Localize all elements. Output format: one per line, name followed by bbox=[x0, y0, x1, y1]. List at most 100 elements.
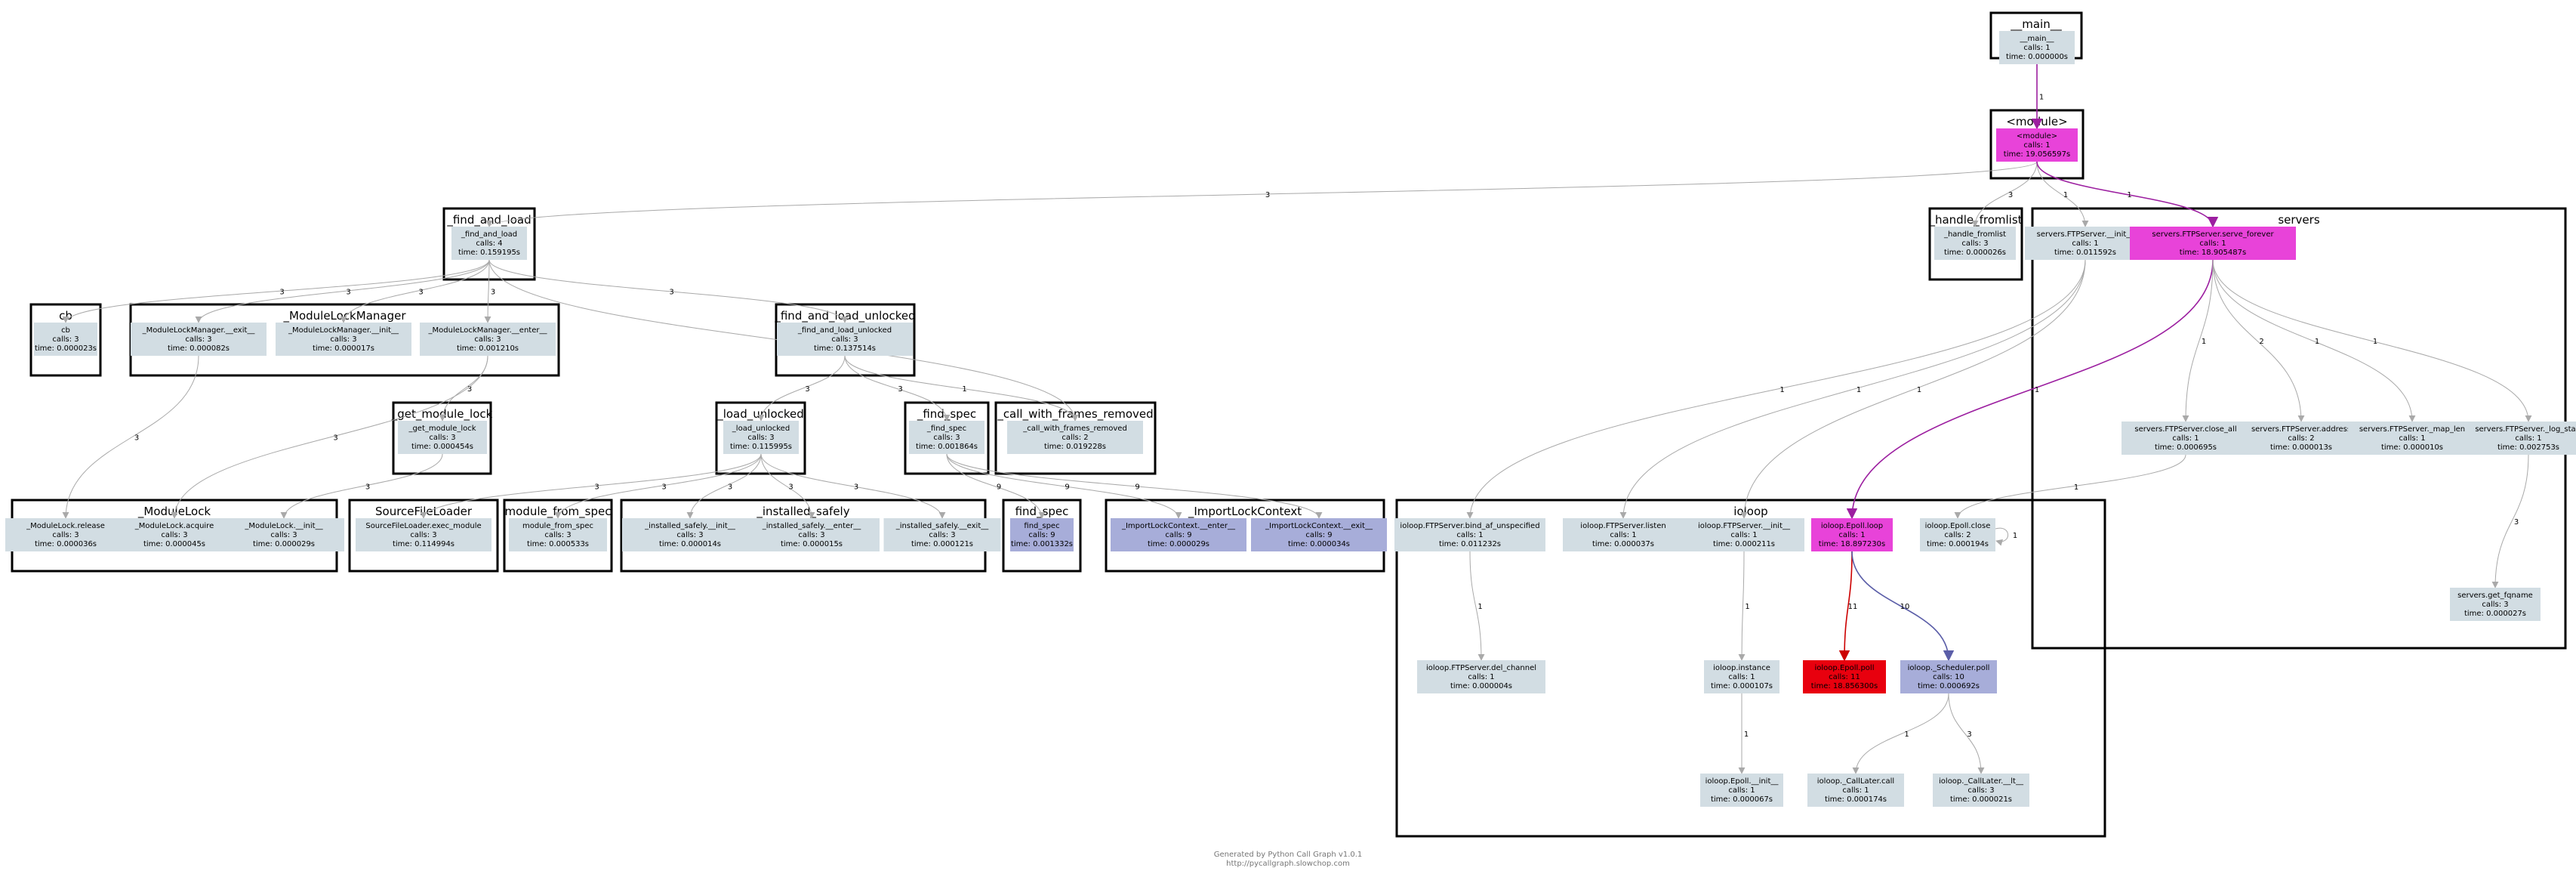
edge-e10: 3 bbox=[488, 259, 849, 323]
node-text: time: 0.000121s bbox=[911, 540, 973, 548]
node-box bbox=[1807, 774, 1904, 807]
edge-label: 1 bbox=[2127, 191, 2131, 199]
edge-label: 1 bbox=[2035, 386, 2039, 394]
node-text: time: 0.114994s bbox=[393, 540, 454, 548]
node-ilc-exit[interactable]: _ImportLockContext.__exit__calls: 9time:… bbox=[1251, 518, 1387, 551]
node-text: time: 18.856300s bbox=[1811, 682, 1878, 690]
edge-e14: 3 bbox=[171, 355, 488, 519]
node-text: servers.FTPServer._log_start bbox=[2475, 425, 2576, 434]
edge-line bbox=[1619, 259, 2086, 519]
edge-line bbox=[488, 259, 849, 323]
edge-e37: 1 bbox=[1469, 551, 1485, 661]
node-text: calls: 1 bbox=[2072, 239, 2098, 248]
cluster-title: module_from_spec bbox=[505, 505, 612, 519]
node-mlm-exit[interactable]: _ModuleLockManager.__exit__calls: 3time:… bbox=[131, 323, 267, 356]
node-text: time: 0.000045s bbox=[143, 540, 205, 548]
node-text: calls: 4 bbox=[476, 239, 502, 248]
cluster-title: _ModuleLockManager bbox=[283, 309, 407, 323]
node-text: ioloop.Epoll.loop bbox=[1821, 522, 1883, 530]
node-text: calls: 1 bbox=[1468, 673, 1494, 681]
edge-e27: 1 bbox=[1466, 259, 2086, 519]
node-text: servers.get_fqname bbox=[2457, 591, 2533, 600]
node-text: calls: 1 bbox=[1730, 531, 1757, 539]
node-text: time: 0.137514s bbox=[814, 344, 876, 353]
edge-label: 3 bbox=[365, 483, 370, 492]
node-mlm-init[interactable]: _ModuleLockManager.__init__calls: 3time:… bbox=[276, 323, 411, 356]
edge-line bbox=[420, 453, 762, 519]
edge-e21: 3 bbox=[686, 453, 762, 519]
edge-line bbox=[946, 453, 1323, 519]
node-is-enter[interactable]: _installed_safely.__enter__calls: 3time:… bbox=[744, 518, 880, 551]
node-text: time: 0.000036s bbox=[35, 540, 97, 548]
edge-e7: 3 bbox=[195, 259, 490, 323]
node-text: calls: 1 bbox=[2399, 434, 2425, 443]
node-ilc-enter[interactable]: _ImportLockContext.__enter__calls: 9time… bbox=[1111, 518, 1246, 551]
node-io-bind[interactable]: ioloop.FTPServer.bind_af_unspecifiedcall… bbox=[1394, 518, 1545, 551]
node-box bbox=[114, 518, 235, 551]
node-text: ioloop.FTPServer.listen bbox=[1580, 522, 1665, 530]
node-text: time: 18.897230s bbox=[1819, 540, 1885, 548]
node-box bbox=[777, 323, 913, 356]
node-text: module_from_spec bbox=[522, 522, 593, 530]
node-text: _handle_fromlist bbox=[1943, 230, 2006, 239]
cluster-frame bbox=[348, 499, 499, 573]
node-text: time: 0.000023s bbox=[35, 344, 97, 353]
cluster-title: _find_spec bbox=[917, 407, 976, 422]
cluster-title: _ModuleLock bbox=[137, 505, 211, 519]
node-box bbox=[883, 518, 1001, 551]
edge-line bbox=[1466, 259, 2086, 519]
edge-line bbox=[946, 453, 1046, 519]
node-text: time: 0.000000s bbox=[2006, 53, 2068, 61]
edge-line bbox=[2036, 161, 2089, 227]
node-mlm-enter[interactable]: _ModuleLockManager.__enter__calls: 3time… bbox=[420, 323, 556, 356]
edge-label: 3 bbox=[1265, 191, 1270, 199]
node-text: time: 0.000029s bbox=[253, 540, 315, 548]
node-text: time: 0.000695s bbox=[2155, 443, 2217, 452]
cluster-load-unlocked: _load_unlocked bbox=[715, 401, 806, 475]
node-text: servers.FTPServer.__init__ bbox=[2037, 230, 2135, 239]
edge-label: 1 bbox=[2074, 483, 2078, 492]
edge-line bbox=[485, 161, 2038, 227]
node-text: time: 0.000029s bbox=[1148, 540, 1209, 548]
node-srv-init[interactable]: servers.FTPServer.__init__calls: 1time: … bbox=[2025, 227, 2146, 260]
node-text: calls: 3 bbox=[676, 531, 703, 539]
node-is-init[interactable]: _installed_safely.__init__calls: 3time: … bbox=[622, 518, 758, 551]
edge-line bbox=[1948, 693, 1985, 774]
node-is-exit[interactable]: _installed_safely.__exit__calls: 3time: … bbox=[883, 518, 1001, 551]
node-text: calls: 3 bbox=[474, 335, 501, 344]
node-box bbox=[2348, 422, 2476, 455]
